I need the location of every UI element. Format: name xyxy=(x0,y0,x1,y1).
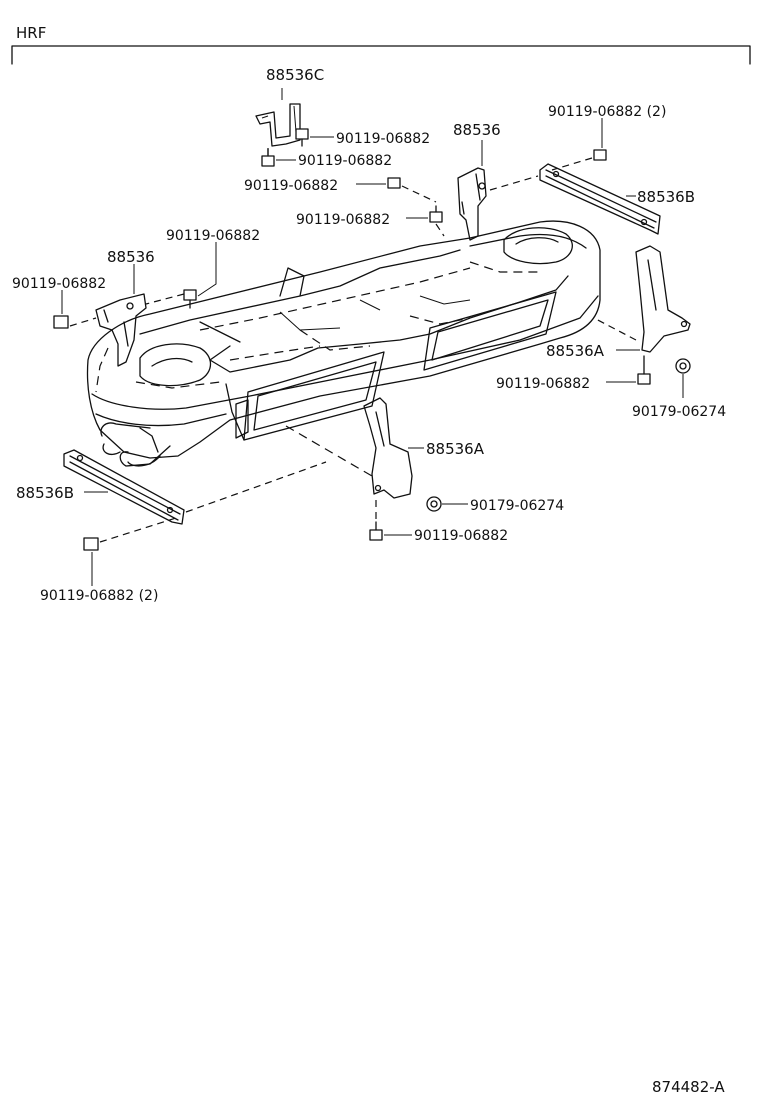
rail-88536b-right xyxy=(539,163,661,235)
label-bolt-bottom-left: 90119-06882 (2) xyxy=(40,588,158,604)
label-bolt-left-mid: 90119-06882 xyxy=(166,228,260,244)
dash-line xyxy=(401,185,437,203)
bolt-icon xyxy=(637,355,651,385)
dash-line xyxy=(99,517,177,543)
label-88536-left: 88536 xyxy=(107,248,155,266)
label-bolt-top-c-2: 90119-06882 xyxy=(298,153,392,169)
label-bolt-center-2: 90119-06882 xyxy=(296,212,390,228)
bolt-icon xyxy=(83,537,99,551)
dash-line xyxy=(593,317,637,341)
dash-line xyxy=(285,425,373,477)
bracket-88536a-bottom xyxy=(363,397,413,499)
label-nut-right: 90179-06274 xyxy=(632,404,726,420)
bolt-icon xyxy=(53,315,69,329)
bracket-88536c xyxy=(255,103,301,147)
bolt-icon xyxy=(183,289,197,309)
rail-88536b-left xyxy=(63,449,185,525)
label-bolt-far-left: 90119-06882 xyxy=(12,276,106,292)
bolt-icon xyxy=(369,521,383,541)
label-88536b-right: 88536B xyxy=(637,188,695,206)
dash-line xyxy=(435,223,445,237)
bolt-icon xyxy=(295,128,309,147)
label-bolt-bottom: 90119-06882 xyxy=(414,528,508,544)
tank-body xyxy=(86,220,601,467)
bolt-icon xyxy=(429,205,443,223)
label-88536c: 88536C xyxy=(266,66,324,84)
group-code: HRF xyxy=(16,24,46,42)
bolt-icon xyxy=(261,148,275,167)
dash-line xyxy=(489,175,539,191)
illustration-id: 874482-A xyxy=(652,1078,725,1096)
bracket-88536-top xyxy=(457,167,487,241)
label-bolt-top-c-1: 90119-06882 xyxy=(336,131,430,147)
bracket-88536-left xyxy=(95,293,147,367)
leader-bolt-left-mid xyxy=(197,242,217,297)
dash-line xyxy=(551,157,593,171)
nut-icon xyxy=(675,358,691,374)
dash-line xyxy=(185,461,327,513)
bracket-88536a-right xyxy=(635,245,691,353)
label-88536a-bottom: 88536A xyxy=(426,440,485,458)
dash-line xyxy=(145,293,185,305)
label-bolt-right: 90119-06882 xyxy=(496,376,590,392)
group-bracket xyxy=(11,45,751,65)
bolt-icon xyxy=(593,149,607,161)
dash-line xyxy=(69,317,97,327)
label-88536-top: 88536 xyxy=(453,121,501,139)
label-88536b-left: 88536B xyxy=(16,484,74,502)
label-nut-bottom: 90179-06274 xyxy=(470,498,564,514)
bolt-icon xyxy=(387,177,401,189)
nut-icon xyxy=(426,496,442,512)
label-88536a-right: 88536A xyxy=(546,342,605,360)
label-bolt-top-right: 90119-06882 (2) xyxy=(548,104,666,120)
label-bolt-center-1: 90119-06882 xyxy=(244,178,338,194)
